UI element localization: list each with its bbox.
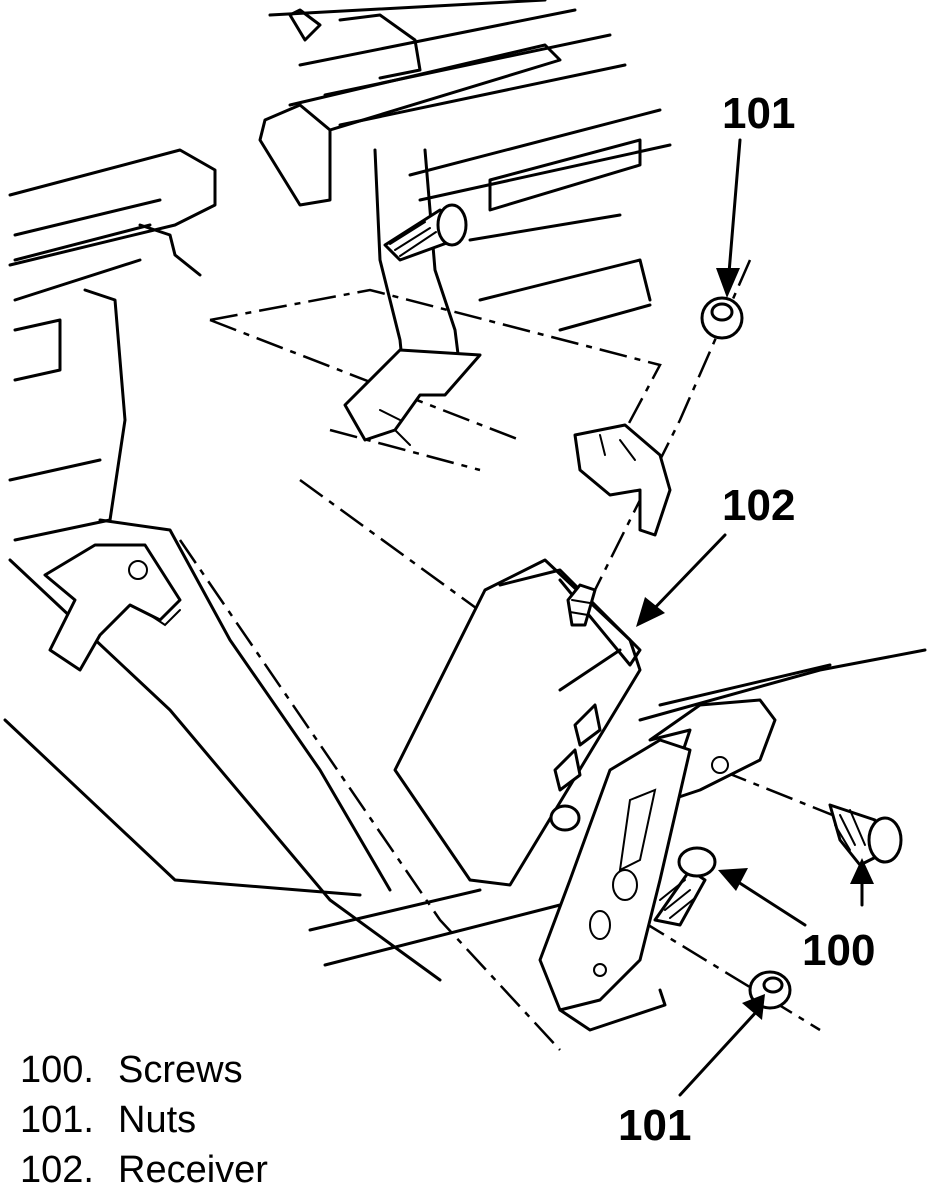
left-panel xyxy=(3,148,442,982)
center-bracket xyxy=(343,348,482,446)
receiver-102 xyxy=(393,558,642,887)
callout-100: 100 xyxy=(802,926,875,975)
legend-row: 101. Nuts xyxy=(20,1095,268,1145)
callout-101-bottom: 101 xyxy=(618,1101,691,1150)
legend-number: 100. xyxy=(20,1049,94,1091)
callout-101-top: 101 xyxy=(722,89,795,138)
screw-100-left xyxy=(653,846,717,927)
legend-number: 102. xyxy=(20,1149,94,1191)
legend-label: Nuts xyxy=(118,1099,197,1141)
nut-clip xyxy=(573,423,672,537)
legend-row: 102. Receiver xyxy=(20,1145,268,1195)
screw-100-right xyxy=(828,803,903,867)
legend-label: Screws xyxy=(118,1049,243,1091)
legend-label: Receiver xyxy=(118,1149,268,1191)
right-bracket xyxy=(308,648,927,1032)
callout-arrows xyxy=(636,138,874,1097)
nut-101-top xyxy=(700,296,744,340)
callout-102: 102 xyxy=(722,481,795,530)
legend-row: 100. Screws xyxy=(20,1045,268,1095)
legend-number: 101. xyxy=(20,1099,94,1141)
upper-panel xyxy=(258,0,672,392)
parts-legend: 100. Screws 101. Nuts 102. Receiver xyxy=(20,1045,268,1195)
